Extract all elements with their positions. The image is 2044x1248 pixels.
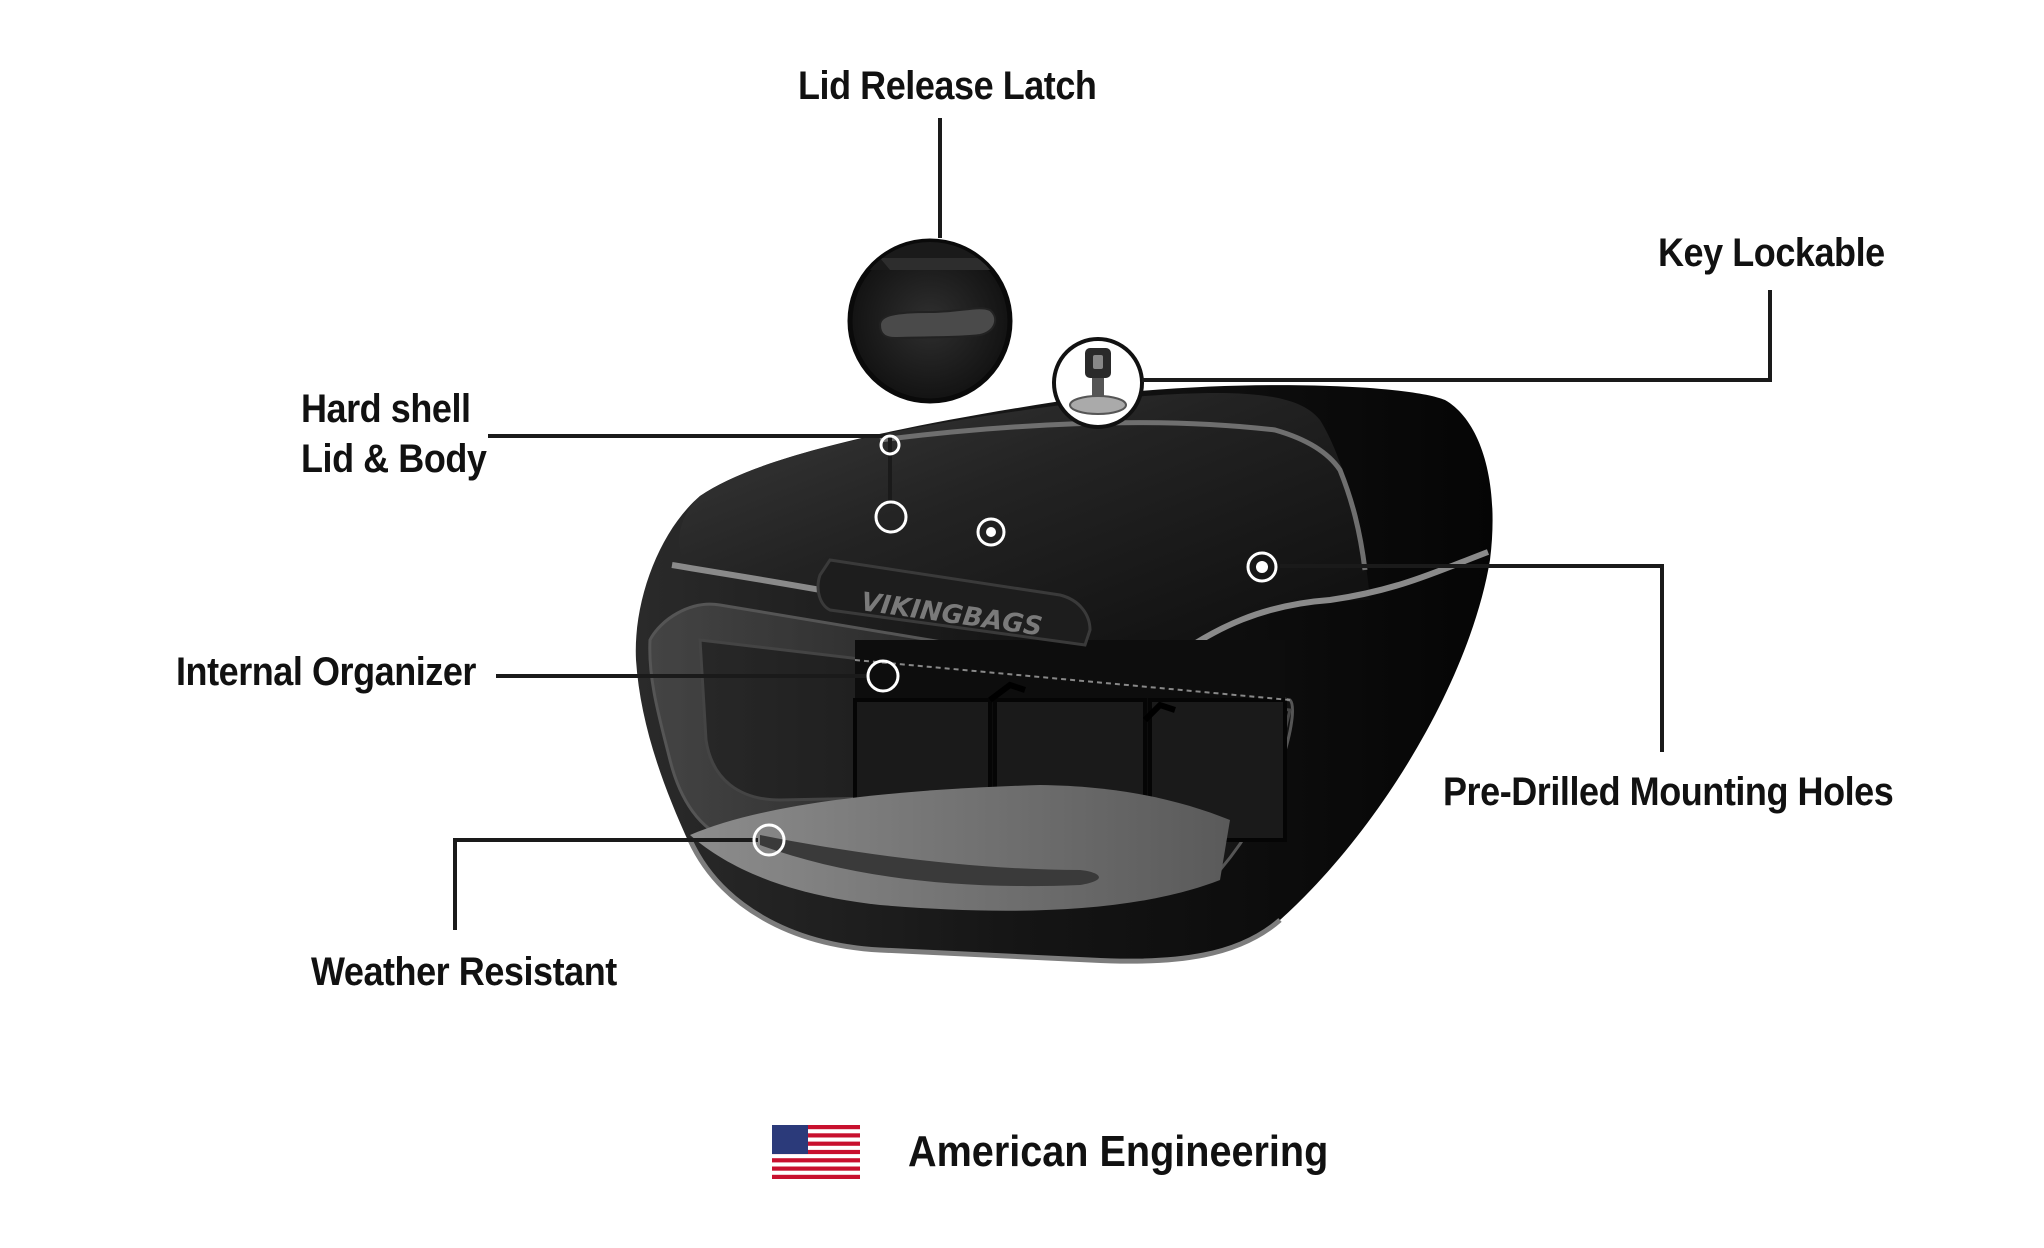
label-lid-release-latch: Lid Release Latch [798,64,1097,108]
lid-release-latch-zoom [847,238,1013,404]
marker-mounting-hole-1-dot [986,527,996,537]
label-hard-shell-line2: Lid & Body [301,437,487,481]
leader-pre-drilled-mounting-holes [1280,564,1664,752]
label-internal-organizer: Internal Organizer [176,650,476,694]
floor-groove [760,835,1099,887]
lid-front-trim [879,420,1368,571]
brand-badge [816,558,1092,647]
label-key-lockable: Key Lockable [1658,231,1885,275]
marker-hard-shell [874,500,908,534]
marker-internal-organizer [866,659,900,693]
leader-key-lockable [1142,290,1772,382]
marker-mounting-hole-1 [976,517,1006,547]
leader-weather-resistant [453,838,758,930]
marker-weather-resistant [752,823,786,857]
marker-mounting-hole-2 [1246,551,1278,583]
label-hard-shell-line1: Hard shell [301,387,471,431]
callout-markers [752,434,1278,857]
marker-hard-shell-small [879,434,901,456]
marker-mounting-hole-2-dot [1256,561,1268,573]
key-lock-zoom [1052,337,1144,429]
label-weather-resistant: Weather Resistant [311,950,617,994]
label-american-engineering: American Engineering [908,1127,1329,1176]
label-hard-shell: Hard shell Lid & Body [301,384,487,484]
label-pre-drilled-mounting-holes: Pre-Drilled Mounting Holes [1443,770,1894,814]
us-flag-icon [772,1125,860,1179]
bag-bottom-rim [687,838,1282,964]
